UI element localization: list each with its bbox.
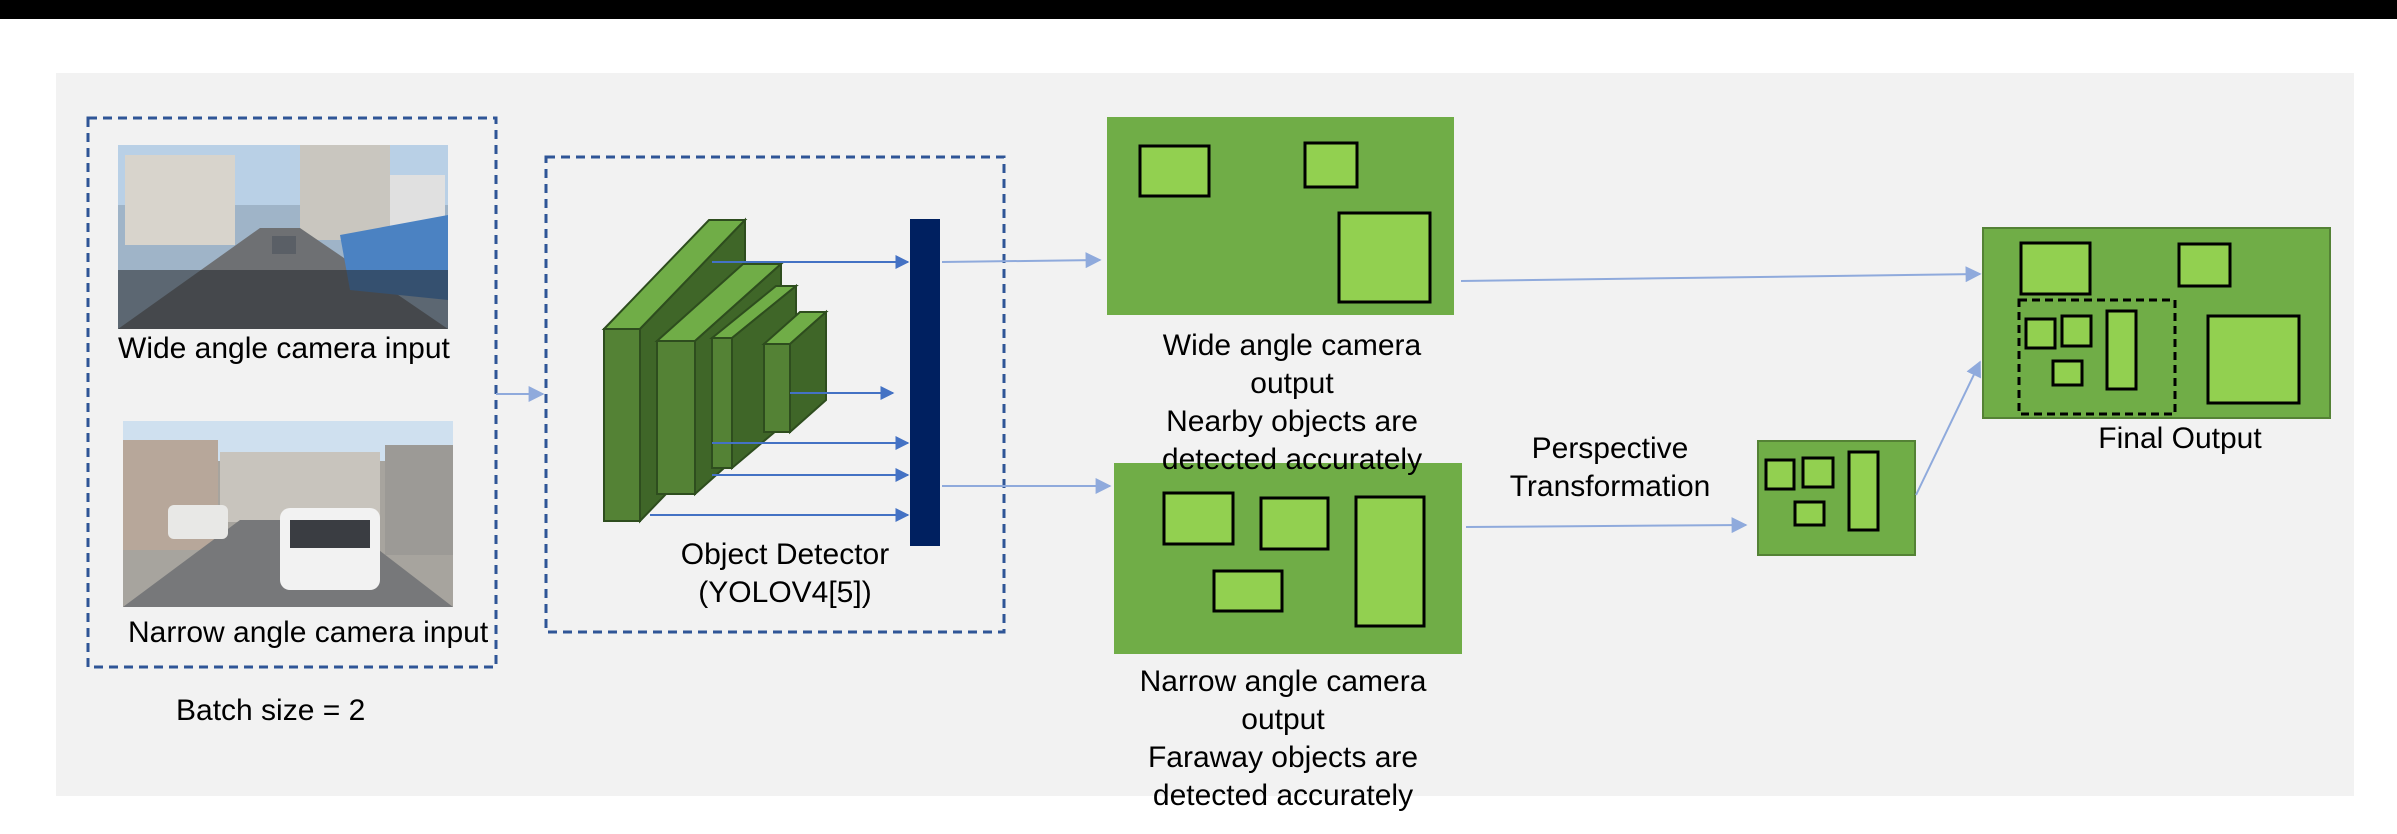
perspective-label-line1: Perspective <box>1531 432 1689 465</box>
batch-size-label: Batch size = 2 <box>176 694 366 727</box>
narrow-camera-image <box>123 421 453 607</box>
feature-arrows <box>650 255 910 522</box>
object-detector-frame <box>544 155 1006 634</box>
narrow-output-line1: Narrow angle camera <box>1139 665 1427 698</box>
final-output-label: Final Output <box>2098 422 2262 455</box>
cnn-layers <box>601 217 829 524</box>
wide-output-line2: output <box>1250 367 1334 400</box>
wide-camera-image <box>118 145 448 329</box>
final-output-frame <box>1982 227 2331 419</box>
feature-concat-bar <box>910 219 940 546</box>
narrow-input-label: Narrow angle camera input <box>128 616 489 649</box>
detector-title: Object Detector <box>680 538 890 571</box>
narrow-output-frame <box>1114 463 1462 654</box>
wide-output-line1: Wide angle camera <box>1162 329 1422 362</box>
top-black-bar <box>0 0 2397 19</box>
narrow-output-line4: detected accurately <box>1152 779 1414 812</box>
transformed-output-frame <box>1757 440 1916 556</box>
wide-output-line4: detected accurately <box>1161 443 1423 476</box>
detector-model: (YOLOV4[5]) <box>698 576 872 609</box>
perspective-label-line2: Transformation <box>1509 470 1711 503</box>
narrow-output-line3: Faraway objects are <box>1147 741 1419 774</box>
wide-output-line3: Nearby objects are <box>1166 405 1418 438</box>
input-batch-frame <box>86 116 498 669</box>
wide-output-frame <box>1107 117 1454 315</box>
wide-input-label: Wide angle camera input <box>118 332 450 365</box>
narrow-output-line2: output <box>1241 703 1325 736</box>
